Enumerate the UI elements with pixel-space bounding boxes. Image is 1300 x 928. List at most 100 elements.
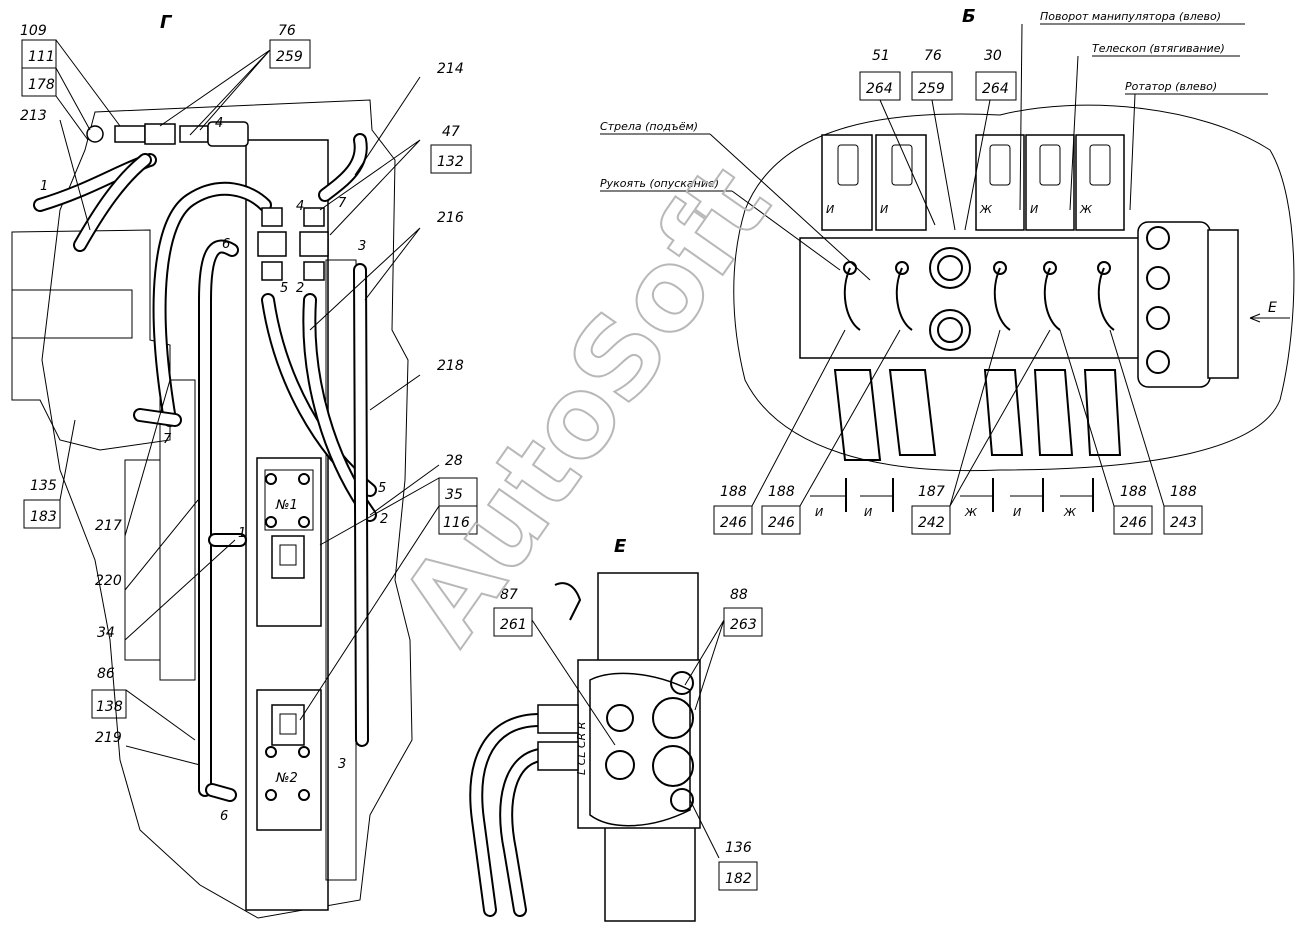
svg-text:264: 264 <box>866 81 893 97</box>
svg-text:2: 2 <box>380 512 388 527</box>
svg-text:6: 6 <box>220 809 228 824</box>
svg-text:5: 5 <box>378 481 386 496</box>
svg-text:264: 264 <box>982 81 1009 97</box>
callout-138: 138 <box>96 699 123 715</box>
svg-text:6: 6 <box>222 237 230 252</box>
svg-text:187: 187 <box>918 484 945 500</box>
svg-text:263: 263 <box>730 617 757 633</box>
svg-text:87: 87 <box>500 587 518 603</box>
svg-text:3: 3 <box>358 239 366 254</box>
svg-text:2: 2 <box>296 281 304 296</box>
callout-259: 259 <box>276 49 303 65</box>
svg-text:Ж: Ж <box>1063 506 1077 519</box>
callout-178: 178 <box>28 77 55 93</box>
b-outline <box>733 104 1295 472</box>
svg-text:И: И <box>815 506 823 519</box>
b-coils <box>821 134 1125 231</box>
lower-left-bar-2 <box>159 379 196 681</box>
e-bottom-block <box>604 825 696 922</box>
e-top-block <box>597 572 699 664</box>
b-end-cap <box>1207 229 1239 379</box>
callout-218: 218 <box>437 358 464 374</box>
svg-text:И: И <box>1030 203 1038 216</box>
tee-left <box>257 231 287 257</box>
svg-text:51: 51 <box>872 48 890 64</box>
valve-1-connector <box>279 544 297 566</box>
left-block-inner <box>11 289 133 339</box>
svg-text:188: 188 <box>1120 484 1147 500</box>
b-levers <box>833 369 1122 461</box>
valve-2-connector <box>279 713 297 735</box>
tee-right-top <box>303 207 325 227</box>
e-fitting-1 <box>537 704 579 734</box>
view-label-e: Е <box>614 536 627 557</box>
callout-217: 217 <box>95 518 122 534</box>
caption-boom-up: Стрела (подъём) <box>600 120 698 133</box>
svg-text:7: 7 <box>338 196 347 211</box>
plate-side <box>325 259 357 881</box>
svg-text:И: И <box>1013 506 1021 519</box>
callout-216: 216 <box>437 210 464 226</box>
callout-28: 28 <box>445 453 463 469</box>
svg-text:88: 88 <box>730 587 748 603</box>
e-elbow <box>554 582 582 621</box>
svg-text:1: 1 <box>40 179 48 194</box>
valve-1-coil <box>271 535 305 579</box>
svg-text:242: 242 <box>918 515 945 531</box>
left-block <box>11 229 171 451</box>
svg-text:246: 246 <box>720 515 747 531</box>
caption-rotator-left: Ротатор (влево) <box>1125 80 1217 93</box>
callout-219: 219 <box>95 730 122 746</box>
b-section-marks: И И Ж И Ж <box>810 478 1094 519</box>
frame-outline <box>41 99 413 919</box>
view-label-b: Б <box>962 6 976 27</box>
lower-left-bar <box>124 459 161 661</box>
valve-2-coil <box>271 704 305 746</box>
port-labels-g: 4 4 1 6 3 5 2 7 5 2 1 3 6 7 <box>40 116 388 824</box>
callout-135: 135 <box>30 478 57 494</box>
svg-text:И: И <box>880 203 888 216</box>
b-end-plate <box>1137 221 1211 388</box>
svg-text:188: 188 <box>720 484 747 500</box>
svg-text:7: 7 <box>163 432 172 447</box>
svg-text:246: 246 <box>1120 515 1147 531</box>
svg-text:259: 259 <box>918 81 945 97</box>
tee-left-nut <box>261 261 283 281</box>
callout-111: 111 <box>28 49 55 65</box>
b-arrow-label: E <box>1268 300 1277 316</box>
svg-text:243: 243 <box>1170 515 1197 531</box>
callout-47: 47 <box>442 124 460 140</box>
b-valve-bank <box>799 237 1141 359</box>
view-g: Г <box>11 12 478 919</box>
view-e: Е L CL CR R 87 261 88 263 136 182 <box>469 536 763 922</box>
valve-2-label: №2 <box>275 771 298 786</box>
svg-text:Ж: Ж <box>964 506 978 519</box>
callout-76: 76 <box>278 23 296 39</box>
fitting-top-elbow <box>86 125 104 143</box>
view-label-g: Г <box>160 12 173 33</box>
fitting-top-3 <box>179 125 209 143</box>
callout-35: 35 <box>445 487 463 503</box>
svg-text:5: 5 <box>280 281 288 296</box>
callout-109: 109 <box>20 23 47 39</box>
callout-214: 214 <box>437 61 464 77</box>
svg-text:И: И <box>826 203 834 216</box>
view-b: Б <box>600 6 1295 535</box>
e-valve-face <box>589 672 691 827</box>
callout-132: 132 <box>437 154 464 170</box>
svg-text:И: И <box>864 506 872 519</box>
valve-1-label: №1 <box>275 498 298 513</box>
svg-text:30: 30 <box>984 48 1002 64</box>
caption-telescope-in: Телескоп (втягивание) <box>1092 42 1225 55</box>
svg-text:4: 4 <box>296 199 304 214</box>
callouts-g: 109 111 178 213 76 259 214 47 132 216 21… <box>20 23 478 746</box>
e-fitting-2 <box>537 741 579 771</box>
svg-text:261: 261 <box>500 617 527 633</box>
svg-text:Ж: Ж <box>1079 203 1093 216</box>
callout-116: 116 <box>443 515 470 531</box>
svg-text:Ж: Ж <box>979 203 993 216</box>
svg-text:76: 76 <box>924 48 942 64</box>
callout-183: 183 <box>30 509 57 525</box>
